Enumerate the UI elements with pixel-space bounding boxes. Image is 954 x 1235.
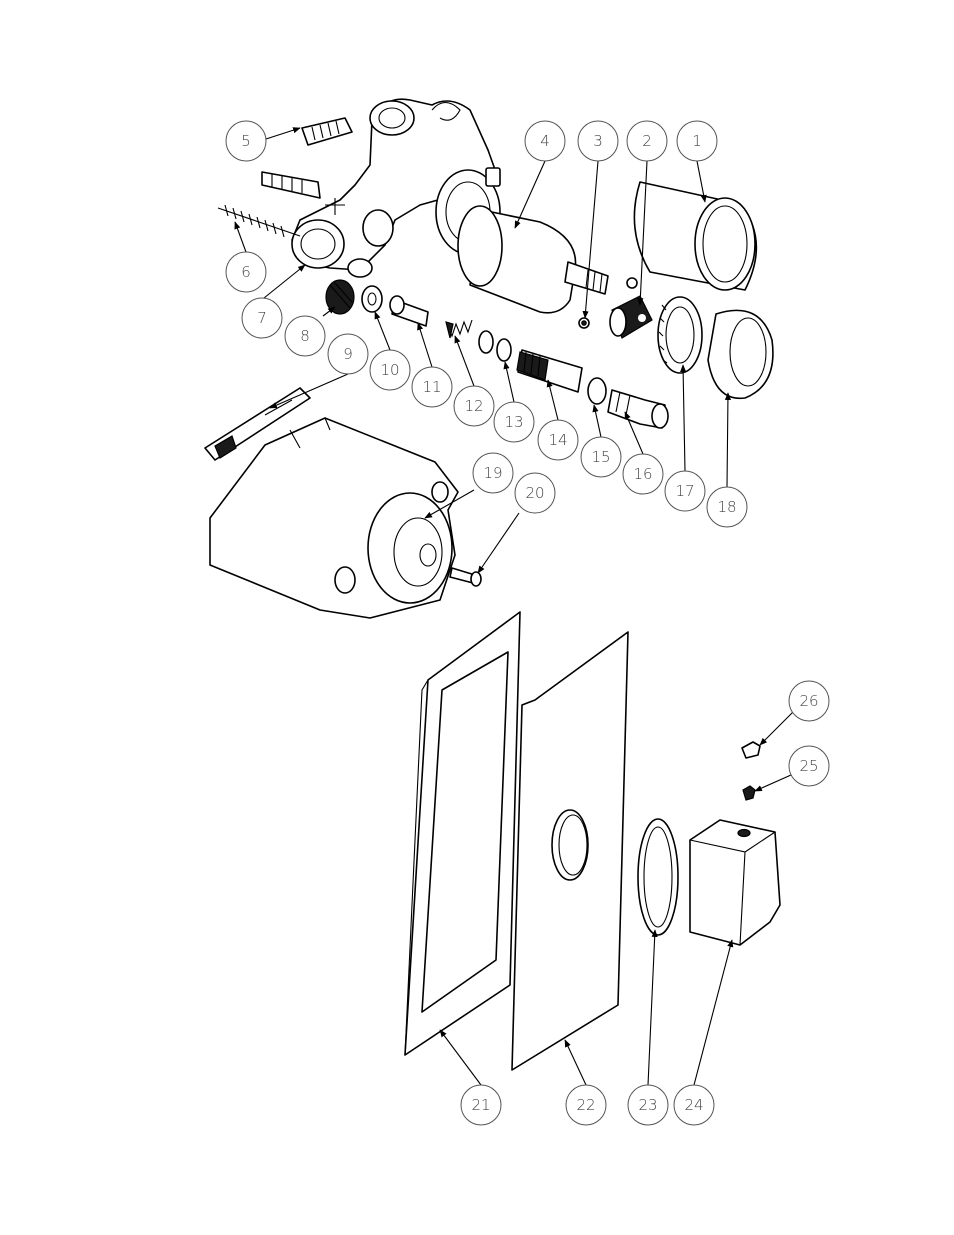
callout-24: 24	[673, 1084, 715, 1126]
callout-label: 23	[638, 1096, 657, 1114]
wood-screw-part	[217, 204, 301, 238]
depth-gauge-label-part	[204, 387, 311, 461]
callout-2: 2	[626, 120, 668, 162]
shroud-sleeve-part	[633, 181, 758, 291]
callout-25: 25	[788, 745, 830, 787]
filter-insert-part	[325, 279, 355, 315]
callout-8: 8	[284, 315, 326, 357]
building-in-box-part	[209, 417, 459, 619]
callout-19: 19	[472, 452, 514, 494]
callout-label: 8	[300, 327, 310, 345]
callout-21: 21	[460, 1084, 502, 1126]
callout-label: 24	[684, 1096, 703, 1114]
callout-label: 1	[692, 132, 702, 150]
callout-1: 1	[676, 120, 718, 162]
callout-9: 9	[327, 333, 369, 375]
callout-4: 4	[524, 120, 566, 162]
callout-7: 7	[241, 297, 283, 339]
callout-label: 19	[483, 464, 502, 482]
callout-17: 17	[664, 470, 706, 512]
callout-label: 3	[593, 132, 603, 150]
callout-18: 18	[706, 486, 748, 528]
callout-label: 2	[642, 132, 652, 150]
callout-label: 9	[343, 345, 353, 363]
gasket-part	[404, 611, 521, 1056]
callout-label: 26	[799, 692, 818, 710]
callout-23: 23	[627, 1084, 669, 1126]
callout-13: 13	[493, 401, 535, 443]
union-fitting-part	[607, 389, 669, 429]
callout-label: 12	[464, 397, 483, 415]
callout-label: 14	[548, 431, 567, 449]
locking-ring-part	[657, 296, 703, 374]
callout-label: 18	[717, 498, 736, 516]
callout-label: 11	[422, 378, 441, 396]
callout-label: 25	[799, 757, 818, 775]
callout-label: 10	[380, 361, 399, 379]
callout-15: 15	[580, 436, 622, 478]
box-screw-part	[449, 567, 482, 587]
callout-label: 21	[471, 1096, 490, 1114]
callout-label: 15	[591, 448, 610, 466]
seal-ring-part	[637, 818, 679, 936]
callout-label: 13	[504, 413, 523, 431]
callout-label: 4	[540, 132, 550, 150]
spring-part	[445, 319, 473, 339]
temperature-stop-part	[609, 295, 653, 339]
callout-label: 22	[576, 1096, 595, 1114]
callout-5: 5	[225, 120, 267, 162]
callout-label: 6	[241, 263, 251, 281]
callout-12: 12	[453, 385, 495, 427]
cartridge-part	[457, 205, 609, 314]
callout-26: 26	[788, 680, 830, 722]
callout-11: 11	[411, 366, 453, 408]
check-valve-part	[389, 295, 429, 327]
callout-label: 20	[525, 484, 544, 502]
callout-label: 7	[257, 309, 267, 327]
callout-16: 16	[622, 453, 664, 495]
callout-3: 3	[577, 120, 619, 162]
concealing-collar-part	[707, 309, 774, 400]
callout-label: 17	[675, 482, 694, 500]
washer-part	[361, 285, 383, 313]
callout-22: 22	[565, 1084, 607, 1126]
callout-label: 5	[241, 132, 251, 150]
o-rings-part	[478, 330, 607, 405]
leader-lines	[234, 127, 795, 1086]
callout-6: 6	[225, 251, 267, 293]
wall-plug-anchor-part	[261, 117, 353, 199]
callout-label: 16	[633, 465, 652, 483]
control-knob-part	[689, 819, 781, 946]
callout-20: 20	[514, 472, 556, 514]
diverter-spindle-part	[516, 349, 583, 393]
callout-14: 14	[537, 419, 579, 461]
callout-10: 10	[369, 349, 411, 391]
cap-part	[741, 741, 761, 801]
faceplate-part	[511, 631, 629, 1071]
